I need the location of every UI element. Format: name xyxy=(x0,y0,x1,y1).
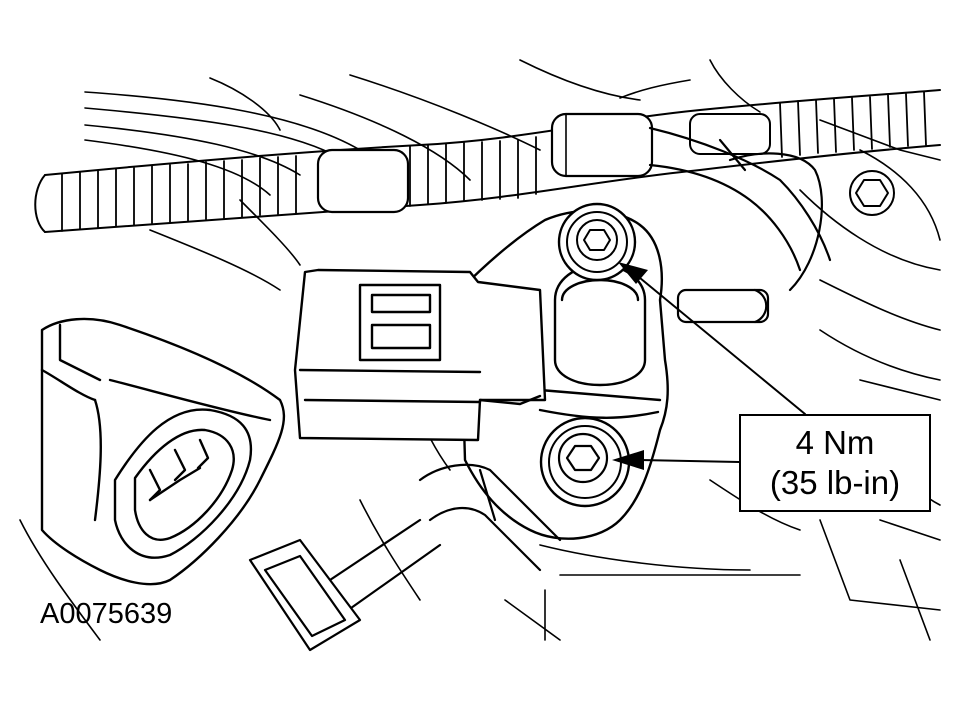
figure-id: A0075639 xyxy=(40,598,173,630)
torque-value-imperial: (35 lb-in) xyxy=(769,464,901,501)
lower-mounting-bolt xyxy=(539,416,631,508)
leader-arrowheads xyxy=(612,262,648,470)
upper-mounting-bolt xyxy=(557,202,637,282)
background-bolt xyxy=(849,170,895,216)
vacuum-hose xyxy=(648,126,832,324)
sensor-connector-housing xyxy=(293,268,547,442)
torque-value-metric: 4 Nm xyxy=(795,424,875,461)
torque-leader-lines xyxy=(639,277,806,463)
lower-tube xyxy=(248,463,562,652)
wiring-harness-conduit xyxy=(34,89,941,233)
background-engine-lines xyxy=(19,59,941,641)
harness-plug xyxy=(40,317,286,586)
torque-callout: 4 Nm (35 lb-in) xyxy=(739,414,931,512)
